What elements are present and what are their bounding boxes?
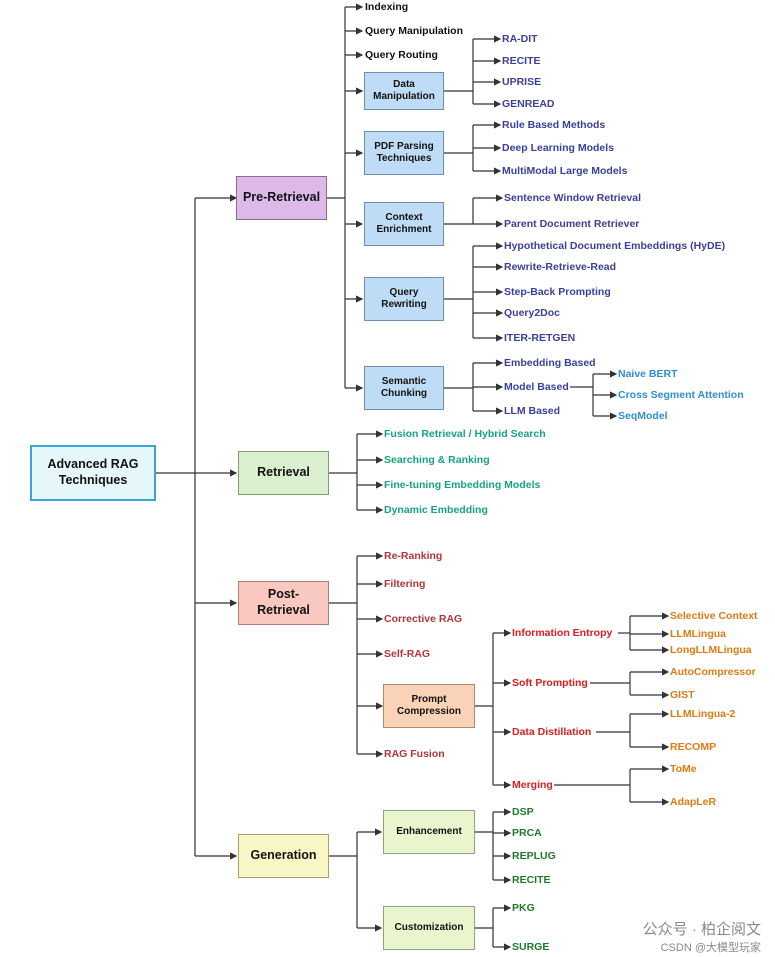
leaf-llm-based: LLM Based	[504, 405, 561, 417]
leaf-query-routing: Query Routing	[365, 49, 438, 61]
prompt-compression-label: Prompt Compression	[397, 693, 461, 718]
pre-retrieval-node: Pre-Retrieval	[236, 176, 327, 220]
cat-information-entropy: Information Entropy	[512, 627, 613, 639]
leaf-dsp: DSP	[512, 806, 534, 818]
leaf-recite-gen: RECITE	[512, 874, 551, 886]
prompt-compression-node: Prompt Compression	[383, 684, 475, 728]
leaf-adapler: AdapLeR	[670, 796, 717, 808]
data-manipulation-node: Data Manipulation	[364, 72, 444, 110]
leaf-gist: GIST	[670, 689, 695, 701]
leaf-iter-retgen: ITER-RETGEN	[504, 332, 576, 344]
leaf-ra-dit: RA-DIT	[502, 33, 538, 45]
semantic-chunking-node: Semantic Chunking	[364, 366, 444, 410]
leaf-hyde: Hypothetical Document Embeddings (HyDE)	[504, 240, 726, 252]
leaf-recomp: RECOMP	[670, 741, 717, 753]
query-rewriting-node: Query Rewriting	[364, 277, 444, 321]
leaf-indexing: Indexing	[365, 1, 409, 13]
leaf-fusion-retrieval: Fusion Retrieval / Hybrid Search	[384, 428, 546, 440]
post-retrieval-label: Post-Retrieval	[257, 587, 310, 617]
leaf-step-back: Step-Back Prompting	[504, 286, 611, 298]
leaf-fine-tuning: Fine-tuning Embedding Models	[384, 479, 541, 491]
leaf-self-rag: Self-RAG	[384, 648, 431, 660]
leaf-seqmodel: SeqModel	[618, 410, 668, 422]
cat-merging: Merging	[512, 779, 553, 791]
root-node: Advanced RAG Techniques	[30, 445, 156, 501]
leaf-rewrite-retrieve-read: Rewrite-Retrieve-Read	[504, 261, 617, 273]
post-retrieval-node: Post-Retrieval	[238, 581, 329, 625]
root-label: Advanced RAG Techniques	[47, 457, 139, 487]
leaf-cross-segment: Cross Segment Attention	[618, 389, 744, 401]
leaf-searching-ranking: Searching & Ranking	[384, 454, 490, 466]
generation-label: Generation	[250, 848, 317, 863]
leaf-surge: SURGE	[512, 941, 550, 953]
leaf-uprise: UPRISE	[502, 76, 542, 88]
query-rewriting-label: Query Rewriting	[381, 286, 427, 311]
retrieval-label: Retrieval	[257, 465, 310, 480]
pre-retrieval-label: Pre-Retrieval	[242, 190, 321, 205]
pdf-parsing-node: PDF Parsing Techniques	[364, 131, 444, 175]
generation-node: Generation	[238, 834, 329, 878]
data-manipulation-label: Data Manipulation	[373, 78, 435, 103]
leaf-rag-fusion: RAG Fusion	[384, 748, 445, 760]
leaf-autocompressor: AutoCompressor	[670, 666, 756, 678]
leaf-re-ranking: Re-Ranking	[384, 550, 443, 562]
leaf-llmlingua-2: LLMLingua-2	[670, 708, 736, 720]
leaf-corrective-rag: Corrective RAG	[384, 613, 463, 625]
leaf-replug: REPLUG	[512, 850, 556, 862]
leaf-multimodal: MultiModal Large Models	[502, 165, 628, 177]
cat-soft-prompting: Soft Prompting	[512, 677, 588, 689]
cat-data-distillation: Data Distillation	[512, 726, 592, 738]
leaf-genread: GENREAD	[502, 98, 555, 110]
leaf-recite-dm: RECITE	[502, 55, 541, 67]
leaf-naive-bert: Naive BERT	[618, 368, 678, 380]
leaf-pkg: PKG	[512, 902, 535, 914]
leaf-embedding-based: Embedding Based	[504, 357, 596, 369]
leaf-parent-document: Parent Document Retriever	[504, 218, 640, 230]
watermark-line2: CSDN @大模型玩家	[660, 942, 761, 954]
leaf-dynamic-embedding: Dynamic Embedding	[384, 504, 488, 516]
enhancement-label: Enhancement	[396, 825, 462, 837]
leaf-llmlingua: LLMLingua	[670, 628, 726, 640]
leaf-longllmlingua: LongLLMLingua	[670, 644, 752, 656]
retrieval-node: Retrieval	[238, 451, 329, 495]
leaf-query-manipulation: Query Manipulation	[365, 25, 464, 37]
leaf-sentence-window: Sentence Window Retrieval	[504, 192, 642, 204]
leaf-rule-based: Rule Based Methods	[502, 119, 606, 131]
leaf-query2doc: Query2Doc	[504, 307, 561, 319]
leaf-tome: ToMe	[670, 763, 697, 775]
leaf-model-based: Model Based	[504, 381, 569, 393]
leaf-filtering: Filtering	[384, 578, 426, 590]
leaf-selective-context: Selective Context	[670, 610, 758, 622]
pdf-parsing-label: PDF Parsing Techniques	[374, 140, 434, 165]
leaf-deep-learning: Deep Learning Models	[502, 142, 615, 154]
leaf-prca: PRCA	[512, 827, 542, 839]
context-enrichment-node: Context Enrichment	[364, 202, 444, 246]
watermark-line1: 公众号 · 柏企阅文	[642, 921, 761, 938]
context-enrichment-label: Context Enrichment	[376, 211, 432, 236]
semantic-chunking-label: Semantic Chunking	[380, 375, 428, 400]
customization-node: Customization	[383, 906, 475, 950]
enhancement-node: Enhancement	[383, 810, 475, 854]
customization-label: Customization	[394, 921, 464, 933]
